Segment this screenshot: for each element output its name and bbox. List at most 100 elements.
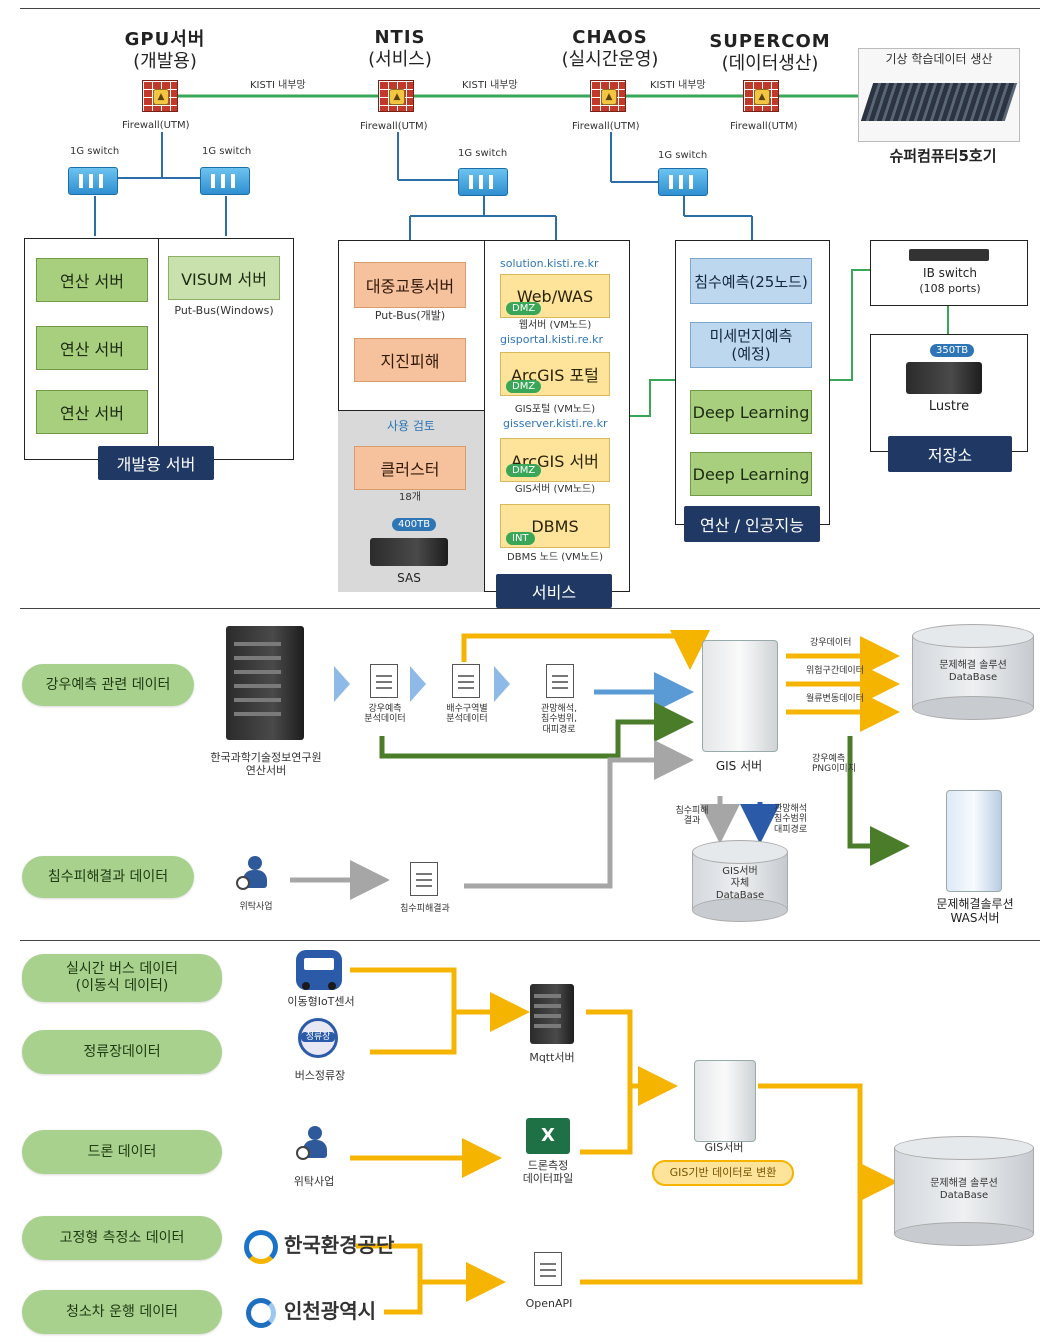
- cleaner-data-pill: 청소차 운행 데이터: [22, 1290, 222, 1334]
- document-icon: [406, 858, 438, 896]
- divider-2: [20, 940, 1040, 941]
- gis-db-icon: GIS서버 자체 DataBase: [692, 840, 788, 922]
- service-group-divider: [484, 240, 485, 592]
- out2-label: 위험구간데이터: [806, 666, 864, 676]
- document-icon: [530, 1248, 562, 1286]
- divider-1: [20, 608, 1040, 609]
- supercom-title: SUPERCOM: [709, 31, 831, 52]
- quake-server: 지진피해: [354, 338, 466, 382]
- transit-server: 대중교통서버: [354, 262, 466, 308]
- kisti-server-label: 한국과학기술정보연구원 연산서버: [210, 751, 322, 777]
- incheon-name: 인천광역시: [284, 1299, 376, 1323]
- chaos-title: CHAOS: [572, 27, 648, 48]
- gpu-server-title: GPU서버: [124, 29, 206, 50]
- drone-data-pill: 드론 데이터: [22, 1130, 222, 1174]
- ib-switch-icon: [909, 249, 989, 261]
- contractor-label: 위탁사업: [239, 902, 273, 912]
- firewall-label-ntis: Firewall(UTM): [360, 121, 428, 132]
- ntis-sub: (서비스): [368, 49, 432, 70]
- fixed-station-pill: 고정형 측정소 데이터: [22, 1216, 222, 1260]
- lustre-label: Lustre: [928, 399, 970, 414]
- document-icon: [366, 660, 398, 698]
- sas-storage-icon: [370, 538, 448, 566]
- dmz-badge: DMZ: [506, 302, 542, 315]
- ib-switch-label: IB switch: [923, 266, 977, 280]
- ib-ports-label: (108 ports): [919, 282, 981, 295]
- switch-label: 1G switch: [458, 148, 508, 159]
- supercomputer-rack-icon: [860, 83, 1018, 121]
- bus-stop-label: 버스정류장: [294, 1069, 346, 1082]
- switch-icon: [658, 168, 708, 196]
- doc1-label: 강우예측 분석데이터: [364, 704, 406, 725]
- arcgis-server-box: ArcGIS 서버: [500, 438, 610, 482]
- switch-label: 1G switch: [202, 146, 252, 157]
- calc-server-1: 연산 서버: [36, 258, 148, 302]
- review-label: 사용 검토: [387, 419, 435, 433]
- stop-data-pill: 정류장데이터: [22, 1030, 222, 1074]
- bus-stop-sign-text: 정류장: [301, 1032, 335, 1043]
- url-portal: gisportal.kisti.re.kr: [500, 333, 604, 346]
- flood-result-label: 침수피해결과: [400, 904, 450, 914]
- gis-server-icon: [702, 640, 778, 752]
- url-solution: solution.kisti.re.kr: [500, 257, 599, 270]
- bus-data-pill: 실시간 버스 데이터 (이동식 데이터): [22, 954, 222, 1002]
- firewall-label-chaos: Firewall(UTM): [572, 121, 640, 132]
- solution-db-label: 문제해결 솔루션 DataBase: [939, 660, 1007, 684]
- service-group-title: 서비스: [496, 574, 612, 608]
- gis-server-label-3: GIS서버: [704, 1141, 744, 1154]
- ib-switch-box: IB switch (108 ports): [870, 240, 1028, 306]
- sas-label: SAS: [397, 571, 421, 585]
- visum-server: VISUM 서버: [168, 256, 280, 300]
- contractor-icon: [296, 1126, 330, 1162]
- web-sub: 웹서버 (VM노드): [518, 320, 592, 331]
- iot-label: 이동형IoT센서: [287, 995, 355, 1008]
- url-server: gisserver.kisti.re.kr: [503, 417, 608, 430]
- firewall-icon: ▲: [743, 80, 779, 112]
- dbms-sub: DBMS 노드 (VM노드): [507, 552, 603, 563]
- gpu-server-sub: (개발용): [133, 51, 197, 72]
- cluster-count: 18개: [399, 492, 421, 503]
- network-label-2: KISTI 내부망: [462, 80, 518, 91]
- supercomputer-image: 기상 학습데이터 생산: [858, 48, 1020, 142]
- firewall-icon: ▲: [378, 80, 414, 112]
- firewall-label-supercom: Firewall(UTM): [730, 121, 798, 132]
- solution-db-icon-3: 문제해결 솔루션 DataBase: [894, 1136, 1034, 1246]
- calc-server-2: 연산 서버: [36, 326, 148, 370]
- calc-server-3: 연산 서버: [36, 390, 148, 434]
- int-badge: INT: [506, 532, 535, 545]
- dev-group-title: 개발용 서버: [98, 446, 214, 480]
- keco-name: 한국환경공단: [284, 1233, 395, 1257]
- deep-learning-2: Deep Learning: [690, 452, 812, 496]
- keco-logo-icon: [244, 1230, 278, 1264]
- contractor-icon: [236, 856, 270, 892]
- dust-forecast-label: 미세먼지예측: [709, 327, 793, 345]
- transit-sub: Put-Bus(개발): [374, 309, 446, 322]
- dev-group-divider: [158, 238, 159, 460]
- flow-arrows-2: [290, 630, 910, 900]
- supercomputer-caption: 기상 학습데이터 생산: [885, 52, 993, 66]
- openapi-label: OpenAPI: [525, 1297, 573, 1310]
- document-icon: [448, 660, 480, 698]
- chaos-sub: (실시간운영): [561, 49, 659, 70]
- rain-data-pill: 강우예측 관련 데이터: [22, 664, 194, 706]
- mqtt-label: Mqtt서버: [529, 1051, 575, 1064]
- kisti-server-icon: [226, 626, 304, 740]
- doc3-label: 관망해석, 침수범위, 대피경로: [541, 704, 577, 735]
- supercomputer-name: 슈퍼컴퓨터5호기: [889, 147, 997, 165]
- dmz-badge: DMZ: [506, 380, 542, 393]
- convert-badge: GIS기반 데이터로 변환: [652, 1160, 794, 1186]
- bus-icon: [296, 950, 342, 990]
- switch-label: 1G switch: [70, 146, 120, 157]
- png-label: 강우예측 PNG이미지: [812, 754, 856, 775]
- deep-learning-1: Deep Learning: [690, 390, 812, 434]
- ntis-title: NTIS: [374, 27, 426, 48]
- dmz-badge: DMZ: [506, 464, 542, 477]
- was-server-icon: [946, 790, 1002, 892]
- network-label-1: KISTI 내부망: [250, 80, 306, 91]
- incheon-logo-icon: [246, 1298, 276, 1328]
- network-label-3: KISTI 내부망: [650, 80, 706, 91]
- switch-icon: [68, 167, 118, 195]
- flood-forecast-box: 침수예측(25노드): [690, 258, 812, 304]
- out3-label: 월류변동데이터: [806, 694, 864, 704]
- gis-db-label: GIS서버 자체 DataBase: [715, 866, 765, 902]
